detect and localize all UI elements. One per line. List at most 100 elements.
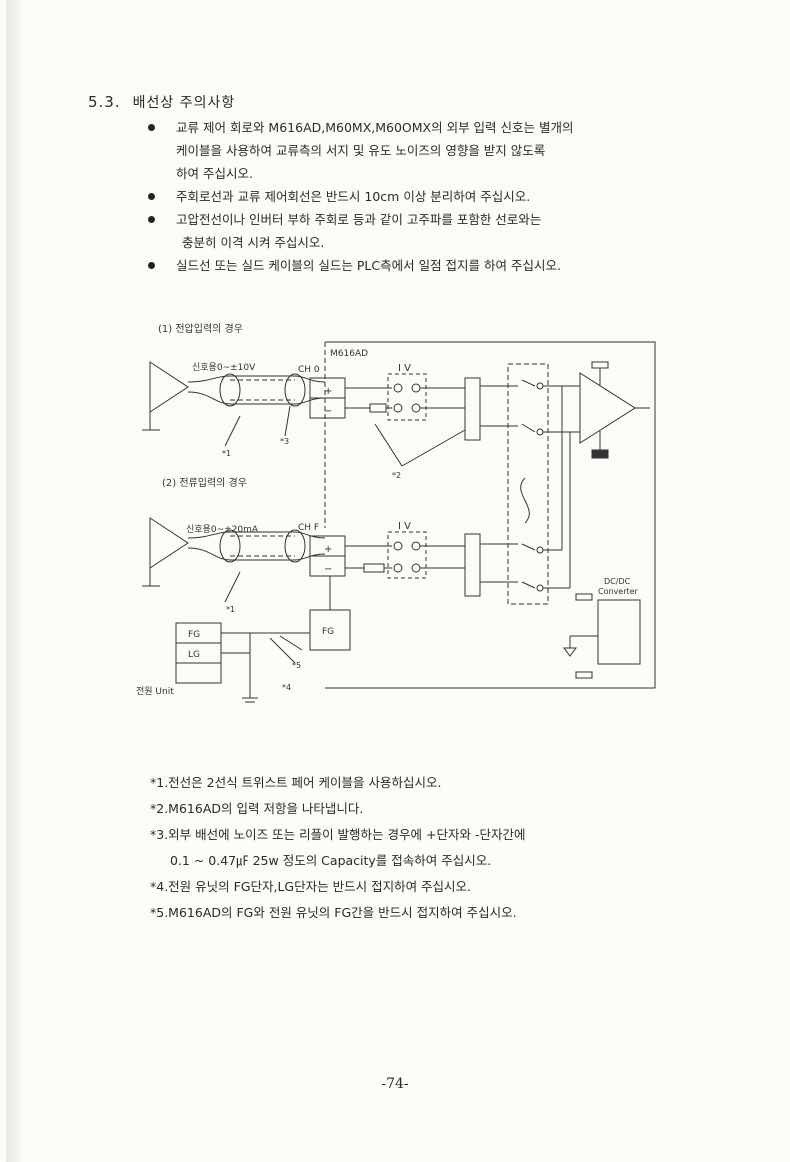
bullet-item: 주회로선과 교류 제어회선은 반드시 10cm 이상 분리하여 주십시오. [148,185,688,208]
minus-terminal-label: − [324,406,332,417]
input-resistor-icon [369,403,387,413]
shield-right [284,373,306,407]
footnote-2: *2.M616AD의 입력 저항을 나타냅니다. [150,801,364,816]
signal-wire-plus [187,375,326,383]
power-lg-label: LG [188,650,200,660]
mux-switch [521,379,536,387]
bullet-item: 교류 제어 회로와 M616AD,M60MX,M60OMX의 외부 입력 신호는… [148,116,688,185]
note-arrow [224,571,241,603]
bullet-line: 하여 주십시오. [176,166,253,181]
switch-contact [536,584,544,592]
jumper-pin [393,563,403,573]
voltage-input-title: (1) 전압입력의 경우 [158,322,243,335]
bullet-line: 주회로선과 교류 제어회선은 반드시 10cm 이상 분리하여 주십시오. [176,189,531,204]
iv-jumper-box [387,531,427,579]
plus-terminal-label: + [324,544,332,555]
bullet-line: 실드선 또는 실드 케이블의 실드는 PLC측에서 일점 접지를 하여 주십시오… [176,258,561,273]
signal-wire-minus [187,547,326,561]
supply-terminal [575,593,593,601]
switch-contact [536,428,544,436]
footnote-3: *3.외부 배선에 노이즈 또는 리플이 발행하는 경우에 +단자와 -단자간에 [150,827,526,842]
bullet-line: 케이블을 사용하여 교류측의 서지 및 유도 노이즈의 영향을 받지 않도록 [176,143,546,158]
power-unit-box [175,662,222,684]
jumper-pin [411,403,421,413]
bullet-dot-icon [148,193,155,200]
power-fg-label: FG [188,630,200,640]
bullet-line: 고압전선이나 인버터 부하 주회로 등과 같이 고주파를 포함한 선로와는 [176,212,542,227]
bullet-dot-icon [148,216,155,223]
footnote-3-cont: 0.1 ~ 0.47㎌ 25w 정도의 Capacity를 접속하여 주십시오. [170,853,492,868]
plus-terminal-label: + [324,386,332,397]
supply-terminal [575,671,593,679]
current-source-icon [149,517,189,569]
jumper-pin [393,383,403,393]
filter-block [464,377,481,441]
iv-label: I V [398,363,411,374]
supply-terminal [591,449,609,459]
iv-jumper-box [387,373,427,421]
bullet-dot-icon [148,124,155,131]
ground-symbol-icon [563,636,577,657]
note-arrow [284,405,291,437]
converter-label: Converter [598,587,639,596]
mux-switch [521,581,536,589]
module-fg-label: FG [322,627,334,637]
note-marker-4: *4 [282,683,291,692]
module-label: M616AD [330,349,368,359]
shield-left [219,373,241,407]
note-marker-1: *1 [222,449,231,458]
signal-wire-minus [187,391,326,405]
switch-contact [536,546,544,554]
bullet-line: 교류 제어 회로와 M616AD,M60MX,M60OMX의 외부 입력 신호는… [176,120,574,135]
input-resistor-icon [363,563,385,573]
jumper-pin [411,563,421,573]
jumper-pin [411,383,421,393]
note-marker-2: *2 [392,471,401,480]
bullet-item: 실드선 또는 실드 케이블의 실드는 PLC측에서 일점 접지를 하여 주십시오… [148,254,688,277]
jumper-pin [393,541,403,551]
footnote-4: *4.전원 유닛의 FG단자,LG단자는 반드시 접지하여 주십시오. [150,879,472,894]
multiplexer-box [507,363,549,605]
amplifier-icon [579,372,636,444]
note-arrow [269,637,296,664]
note-arrow [374,423,466,467]
shield-left [219,529,241,563]
current-input-title: (2) 전류입력의 경우 [162,476,247,489]
bullet-line: 충분히 이격 시켜 주십시오. [182,235,325,250]
power-unit-label: 전원 Unit [136,686,174,697]
dcdc-converter-box [597,599,641,665]
footnote-1: *1.전선은 2선식 트위스트 페어 케이블을 사용하십시오. [150,775,442,790]
channel-label-chf: CH F [298,523,319,533]
channel-label-ch0: CH 0 [298,365,320,375]
mux-ellipsis [520,477,530,524]
note-arrow [279,635,303,651]
module-outline [325,341,656,689]
note-marker-3: *3 [280,437,289,446]
signal-label-voltage: 신호용0~±10V [192,362,256,373]
supply-terminal [591,361,609,369]
section-title: 5.3. 배선상 주의사항 [88,92,235,112]
jumper-pin [393,403,403,413]
page-edge [6,0,20,1162]
jumper-pin [411,541,421,551]
switch-contact [536,382,544,390]
minus-terminal-label: − [324,564,332,575]
signal-label-current: 신호용0~±20mA [186,524,259,535]
mux-switch [521,423,536,433]
section-heading: 배선상 주의사항 [132,95,236,111]
dcdc-label: DC/DC [604,577,631,586]
note-marker-1: *1 [226,605,235,614]
wiring-diagram: (1) 전압입력의 경우 M616AD 신호용0~±10V CH 0 + − I… [136,322,656,703]
filter-block [464,533,481,597]
iv-label: I V [398,521,411,532]
page-number: -74- [381,1076,409,1092]
section-number: 5.3. [88,93,121,111]
note-arrow [224,415,241,447]
bullet-list: 교류 제어 회로와 M616AD,M60MX,M60OMX의 외부 입력 신호는… [148,116,688,277]
signal-wire-plus [187,531,326,539]
footnote-5: *5.M616AD의 FG와 전원 유닛의 FG간을 반드시 접지하여 주십시오… [150,905,517,920]
bullet-item: 고압전선이나 인버터 부하 주회로 등과 같이 고주파를 포함한 선로와는 충분… [148,208,688,254]
footnotes: *1.전선은 2선식 트위스트 페어 케이블을 사용하십시오. *2.M616A… [150,770,670,926]
bullet-dot-icon [148,262,155,269]
mux-switch [521,543,536,551]
